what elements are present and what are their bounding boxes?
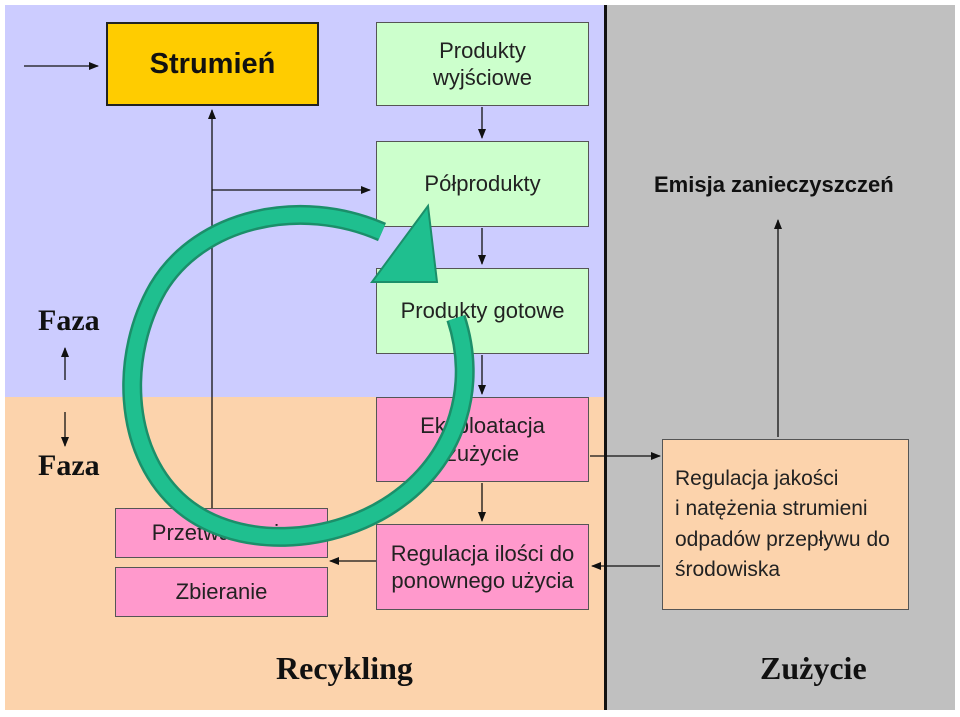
polprodukty-label: Półprodukty <box>424 171 541 197</box>
zbieranie-box: Zbieranie <box>115 567 328 617</box>
przetwarzanie-label: Przetwarzanie <box>151 520 292 546</box>
przetwarzanie-box: Przetwarzanie <box>115 508 328 558</box>
regulacja-ilosci-line-2: ponownego użycia <box>391 568 574 593</box>
eksploatacja-line-1: Eksploatacja <box>420 413 545 438</box>
regulacja-ilosci-box: Regulacja ilości do ponownego użycia <box>376 524 589 610</box>
produkty-wyjsciowe-line-1: Produkty <box>439 37 526 63</box>
regulacja-jakosci-line-1: Regulacja jakości <box>675 466 839 490</box>
zuzycie-label: Zużycie <box>760 650 867 686</box>
polprodukty-box: Półprodukty <box>376 141 589 227</box>
faza-top-label: Faza <box>38 304 100 337</box>
strumien-box: Strumień <box>106 22 319 106</box>
region-divider <box>604 5 607 710</box>
recykling-label: Recykling <box>276 650 413 686</box>
regulacja-jakosci-line-3: odpadów przepływu do <box>675 527 890 551</box>
emisja-label: Emisja zanieczyszczeń <box>654 172 894 197</box>
zbieranie-label: Zbieranie <box>175 579 268 605</box>
faza-bottom-label: Faza <box>38 449 100 482</box>
eksploatacja-box: Eksploatacja zużycie <box>376 397 589 482</box>
regulacja-jakosci-line-4: środowiska <box>675 557 781 581</box>
regulacja-jakosci-box: Regulacja jakości i natężenia strumieni … <box>662 439 909 610</box>
eksploatacja-line-2: zużycie <box>445 440 520 466</box>
produkty-wyjsciowe-box: Produkty wyjściowe <box>376 22 589 106</box>
regulacja-ilosci-line-1: Regulacja ilości do <box>390 540 575 566</box>
produkty-gotowe-box: Produkty gotowe <box>376 268 589 354</box>
regulacja-jakosci-line-2: i natężenia strumieni <box>675 497 868 521</box>
strumien-label: Strumień <box>149 47 276 80</box>
produkty-wyjsciowe-line-2: wyjściowe <box>432 65 533 90</box>
produkty-gotowe-label: Produkty gotowe <box>400 298 565 324</box>
